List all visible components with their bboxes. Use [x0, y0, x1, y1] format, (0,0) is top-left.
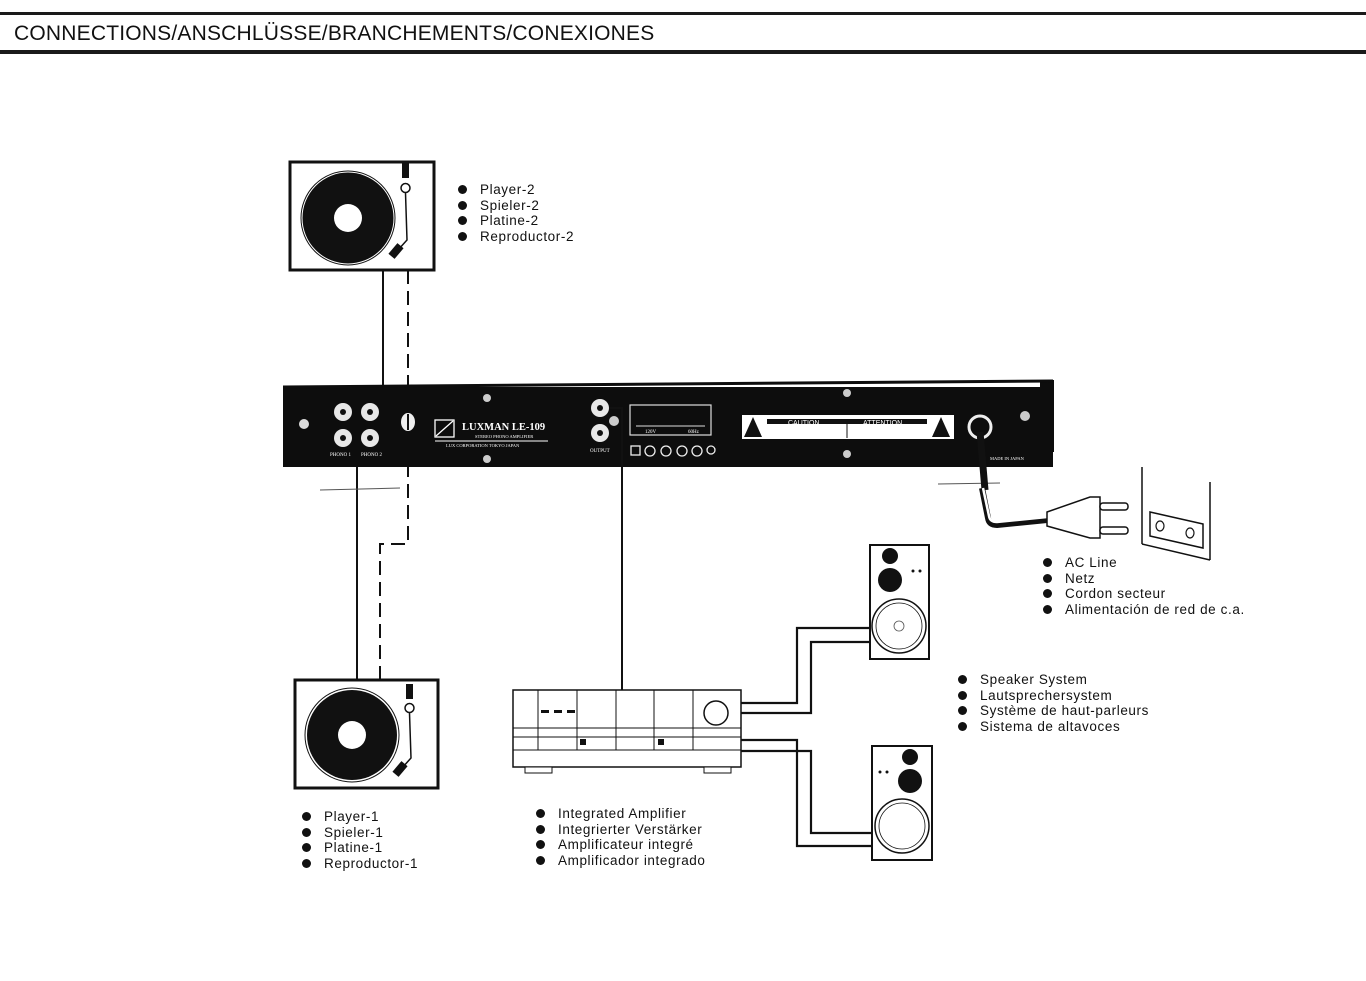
output-label: OUTPUT [590, 449, 610, 454]
voltage-label: 120V [645, 430, 657, 435]
d-circle-icon [660, 445, 672, 457]
label-item: Player-2 [458, 182, 574, 198]
maker-label: LUX CORPORATION TOKYO JAPAN [446, 443, 520, 448]
label-item: Sistema de altavoces [958, 719, 1149, 735]
fi-icon [691, 445, 703, 457]
label-item: Integrated Amplifier [536, 806, 706, 822]
n-icon [676, 445, 688, 457]
output-jacks: OUTPUT [590, 399, 619, 454]
output-cable [609, 407, 623, 690]
header-rule-top [0, 12, 1366, 15]
speaker-bottom [871, 745, 933, 861]
ul-icon [706, 445, 716, 455]
amplifier-labels: Integrated Amplifier Integrierter Verstä… [536, 806, 706, 868]
caution-label: CAUTION ATTENTION [742, 415, 954, 439]
page-title: CONNECTIONS/ANSCHLÜSSE/BRANCHEMENTS/CONE… [14, 22, 655, 45]
label-item: Reproductor-2 [458, 229, 574, 245]
ac-power-cord [976, 431, 1211, 561]
label-item: Netz [1043, 571, 1245, 587]
ac-line-labels: AC Line Netz Cordon secteur Alimentación… [1043, 555, 1245, 617]
label-item: Système de haut-parleurs [958, 703, 1149, 719]
label-item: Platine-2 [458, 213, 574, 229]
speaker-top [869, 544, 930, 660]
label-item: Amplificateur integré [536, 837, 706, 853]
phono-amplifier-rear-panel: PHONO 1 PHONO 2 LUXMAN LE-109 STEREO PHO… [282, 379, 1054, 467]
s-icon [644, 445, 656, 457]
phono-cables [343, 270, 409, 680]
voltage-plate: 120V 60Hz [629, 404, 712, 436]
label-item: Spieler-2 [458, 198, 574, 214]
d-icon [630, 445, 641, 456]
turntable-player-2 [288, 160, 436, 272]
label-item: Amplificador integrado [536, 853, 706, 869]
label-item: Reproductor-1 [302, 856, 418, 872]
label-item: Spieler-1 [302, 825, 418, 841]
phono-1-label: PHONO 1 [330, 453, 351, 458]
label-item: AC Line [1043, 555, 1245, 571]
luxman-logo: LUXMAN LE-109 STEREO PHONO AMPLIFIER LUX… [434, 419, 548, 448]
integrated-amplifier [512, 689, 742, 774]
header-rule-bottom [0, 50, 1366, 54]
certification-icons [630, 445, 716, 457]
label-item: Platine-1 [302, 840, 418, 856]
label-item: Integrierter Verstärker [536, 822, 706, 838]
phono-2-label: PHONO 2 [361, 453, 382, 458]
attention-text: ATTENTION [863, 420, 902, 427]
player-2-labels: Player-2 Spieler-2 Platine-2 Reproductor… [458, 182, 574, 244]
speaker-labels: Speaker System Lautsprechersystem Systèm… [958, 672, 1149, 734]
frequency-label: 60Hz [688, 430, 700, 435]
label-item: Lautsprechersystem [958, 688, 1149, 704]
brand-label: LUXMAN LE-109 [462, 422, 545, 433]
caution-text: CAUTION [788, 420, 820, 427]
subtitle-label: STEREO PHONO AMPLIFIER [475, 434, 533, 439]
speaker-cables [741, 626, 872, 848]
label-item: Player-1 [302, 809, 418, 825]
made-in-label: MADE IN JAPAN [990, 456, 1025, 461]
label-item: Speaker System [958, 672, 1149, 688]
phono-jacks: PHONO 1 PHONO 2 [330, 403, 382, 458]
turntable-player-1 [293, 678, 440, 790]
label-item: Alimentación de red de c.a. [1043, 602, 1245, 618]
label-item: Cordon secteur [1043, 586, 1245, 602]
player-1-labels: Player-1 Spieler-1 Platine-1 Reproductor… [302, 809, 418, 871]
